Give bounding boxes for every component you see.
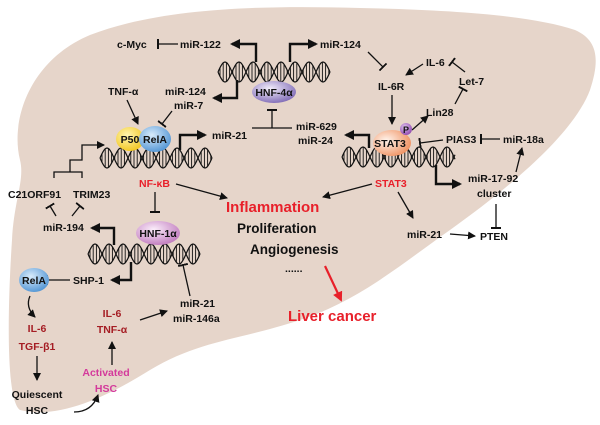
label-liver-cancer: Liver cancer [288,308,377,325]
dna-helix-nfkb [99,147,213,169]
arrow-il6-il6r [405,63,424,76]
label-pten: PTEN [480,231,508,243]
rela-protein-low [19,268,49,292]
arrow-stat3-cluster [434,165,462,189]
dna-helix-hnf1a [87,243,201,265]
stat3-protein [373,130,411,156]
label-mir-24: miR-24 [298,135,333,147]
dna-strand [341,146,456,168]
label-mir-7: miR-7 [174,100,203,112]
rela-protein [139,126,171,152]
label-tgf-beta1: TGF-β1 [19,341,56,353]
phospho-p [400,123,412,135]
label-il-6-low: IL-6 [103,308,122,320]
arrow-tnfa-nfkb [126,99,139,125]
label-hnf4a: HNF-4α [255,87,293,99]
label-hsc-quiescent: HSC [26,405,49,417]
label-il-6: IL-6 [426,57,445,69]
label-nf-kb: NF-κB [139,178,170,190]
arrow-rela-il6 [27,295,36,318]
arrow-cytokines-mirs [139,309,168,321]
arrow-cluster-mir18a [515,147,525,173]
label-stat3-gene: STAT3 [375,178,407,190]
label-mir-146a: miR-146a [173,313,220,325]
arrow-hnf4a-mir124-mir7 [212,80,239,103]
arrow-stat3-lin28 [411,115,429,131]
label-mir-194: miR-194 [43,222,84,234]
arrow-quiescent-activated [73,394,100,413]
inhibit-mir124-rela [157,110,173,128]
dna-strand [99,147,213,169]
label-mir-629: miR-629 [296,121,337,133]
label-p50: P50 [121,134,140,146]
arrow-hnf4a-mir122 [230,39,258,62]
label-inflammation: Inflammation [226,199,319,216]
label-hsc-activated: HSC [95,383,118,395]
label-hnf1a: HNF-1α [139,228,177,240]
inhibit-pias3-stat3 [418,137,444,149]
label-mir-21-low: miR-21 [180,298,215,310]
label-mir-122: miR-122 [180,39,221,51]
label-mir-21-right: miR-21 [407,229,442,241]
arrow-stat3-inflammation [322,183,373,200]
arrow-mir21-pten [449,231,476,240]
arrow-c21orf91-trim23-nfkb [69,141,105,172]
label-angiogenesis: Angiogenesis [250,242,339,257]
inhibit-mirs-hnf1a [177,262,191,297]
dna-strand [341,146,456,168]
inhibit-let7-il6 [448,57,466,73]
label-mir-18a: miR-18a [503,134,544,146]
label-mir-124-mid: miR-124 [165,86,206,98]
arrow-hnf1a-shp1 [110,262,133,285]
hnf1a-protein [136,221,180,245]
label-c-myc: c-Myc [117,39,147,51]
label-pias3: PIAS3 [446,134,477,146]
arrow-stat3-mir21 [397,191,414,219]
label-trim23: TRIM23 [73,189,111,201]
label-proliferation: Proliferation [237,221,317,236]
label-c21orf91: C21ORF91 [8,189,61,201]
dna-helix-hnf4a [217,61,331,83]
label-activated: Activated [82,367,129,379]
label-shp-1: SHP-1 [73,275,104,287]
label-let-7: Let-7 [459,76,484,88]
arrow-nfkb-mir21 [178,130,207,150]
label-mir-21-mid: miR-21 [212,130,247,142]
label-mir-124-top: miR-124 [320,39,361,51]
inhibit-lin28-let7 [454,85,468,105]
arrow-hnf4a-mir124 [288,39,318,62]
inhibit-mir124-il6r [367,51,388,72]
arrow-stat3-mir629 [344,130,371,148]
arrow-nfkb-inflammation [175,183,228,201]
label-ellipsis: ...... [285,263,303,275]
label-il-6-left: IL-6 [28,323,47,335]
bracket-c21-trim [53,171,83,178]
arrow-hnf1a-mir194 [90,223,116,245]
dna-strand [87,243,201,265]
hnf4a-protein [252,81,296,103]
label-quiescent: Quiescent [12,389,63,401]
label-tnf-alpha-low: TNF-α [97,324,128,336]
label-rela-low: RelA [22,275,46,287]
inhibit-mir194-c21orf91 [45,202,57,217]
label-stat3-complex: STAT3 [374,138,406,150]
label-il-6r: IL-6R [378,81,405,93]
liver-silhouette [8,7,596,413]
label-cluster: cluster [477,188,511,200]
inhibit-mir194-trim23 [71,202,85,217]
label-rela: RelA [143,134,167,146]
arrow-to-liver-cancer [324,265,343,302]
label-mir-17-92: miR-17-92 [468,173,518,185]
p50-protein [116,127,144,151]
label-p: P [403,125,409,135]
label-lin28: Lin28 [426,107,454,119]
label-tnf-alpha: TNF-α [108,86,139,98]
